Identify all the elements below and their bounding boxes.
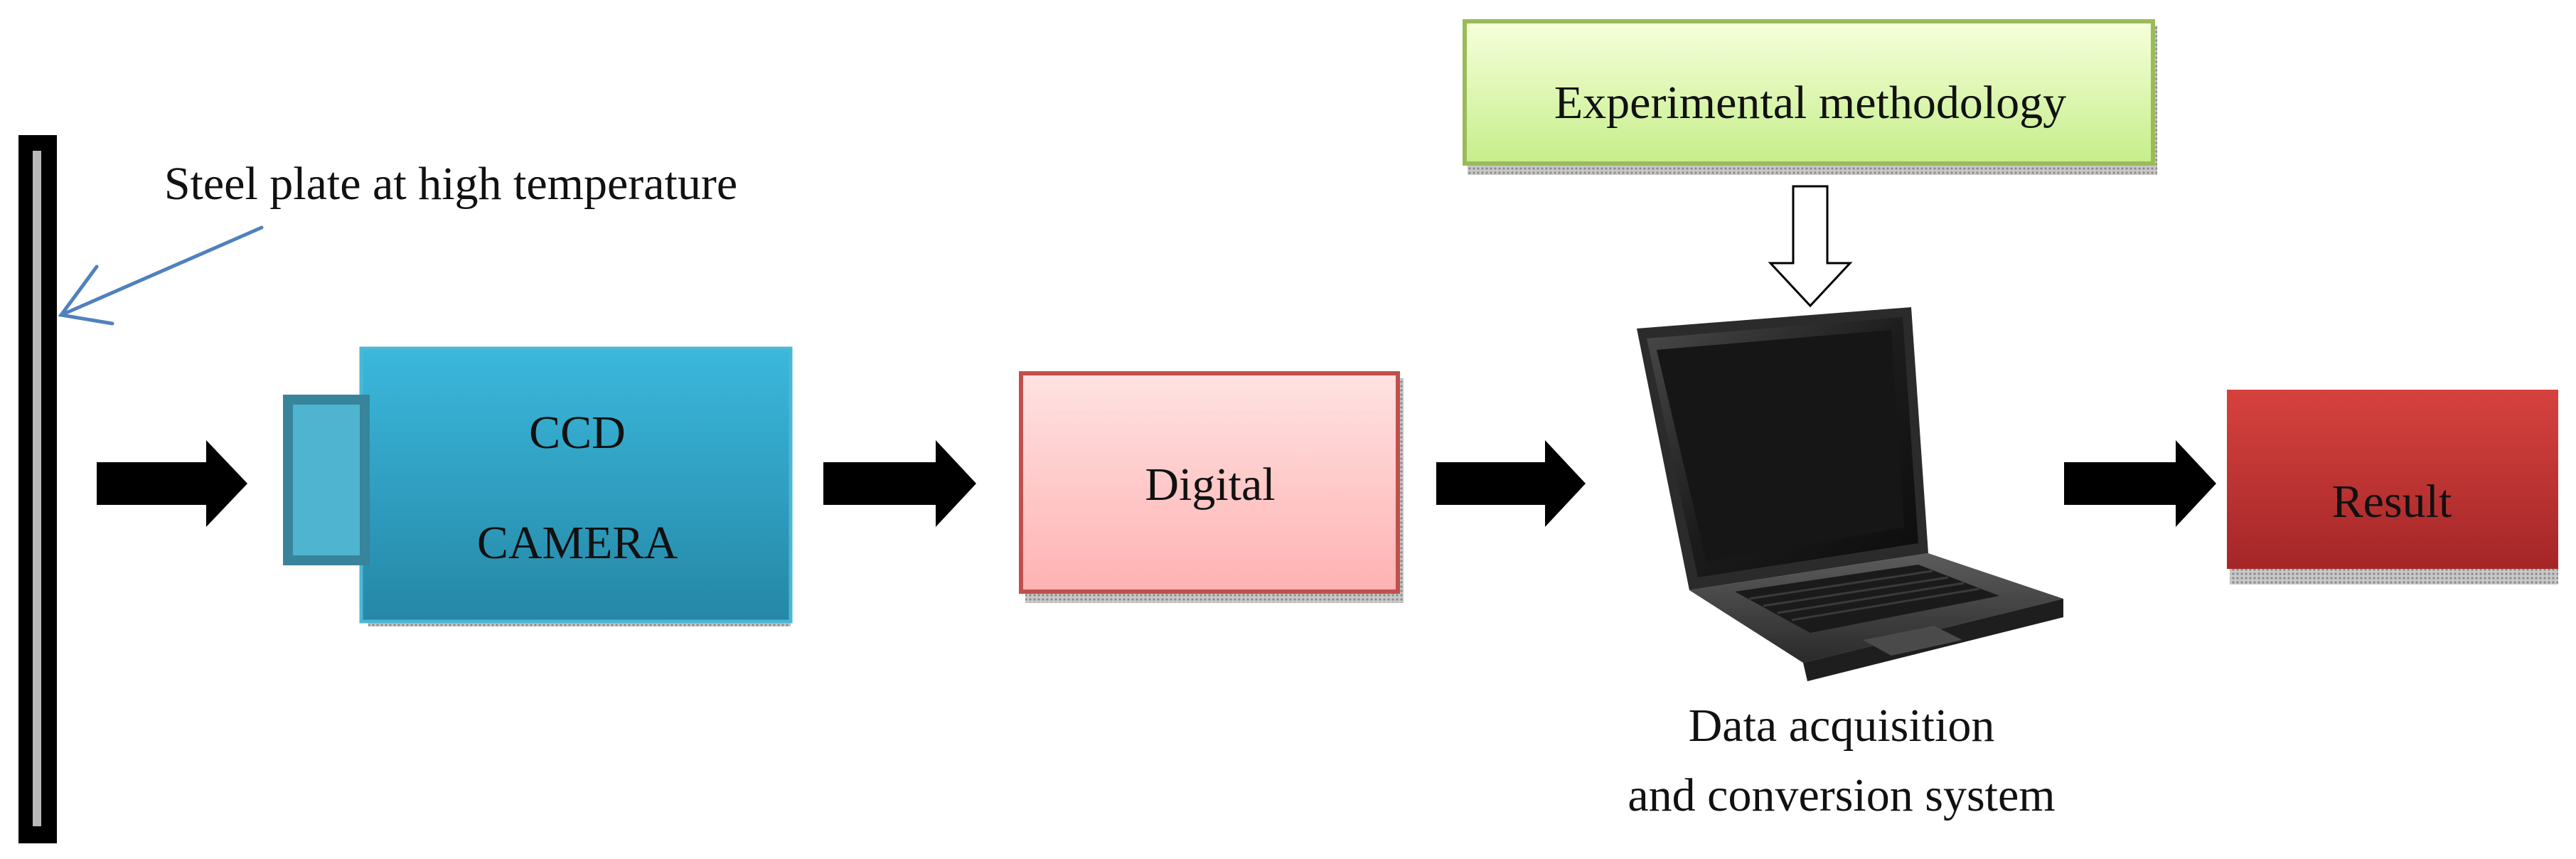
arrow-down-outline-icon	[1768, 185, 1853, 308]
camera-label-line1: CCD	[529, 407, 626, 459]
digital-label: Digital	[1145, 459, 1275, 511]
steel-plate	[18, 135, 57, 843]
flow-arrow-icon	[97, 440, 247, 527]
steel-plate-label: Steel plate at high temperature	[164, 158, 737, 210]
ccd-camera	[283, 346, 793, 626]
flow-arrow-icon	[823, 440, 976, 527]
data-system-label-line1: Data acquisition	[1689, 700, 1995, 752]
flow-arrow-icon	[1436, 440, 1586, 527]
steel-plate-pointer-arrow	[58, 225, 264, 326]
methodology-label: Experimental methodology	[1554, 77, 2066, 129]
result-box	[2227, 390, 2558, 585]
methodology-box	[1463, 19, 2157, 175]
flow-arrow-icon	[2064, 440, 2216, 527]
digital-box	[1019, 371, 1404, 603]
camera-label-line2: CAMERA	[477, 517, 678, 569]
data-system-label-line2: and conversion system	[1628, 769, 2055, 821]
result-label: Result	[2332, 476, 2452, 528]
laptop-icon	[1637, 307, 2063, 681]
